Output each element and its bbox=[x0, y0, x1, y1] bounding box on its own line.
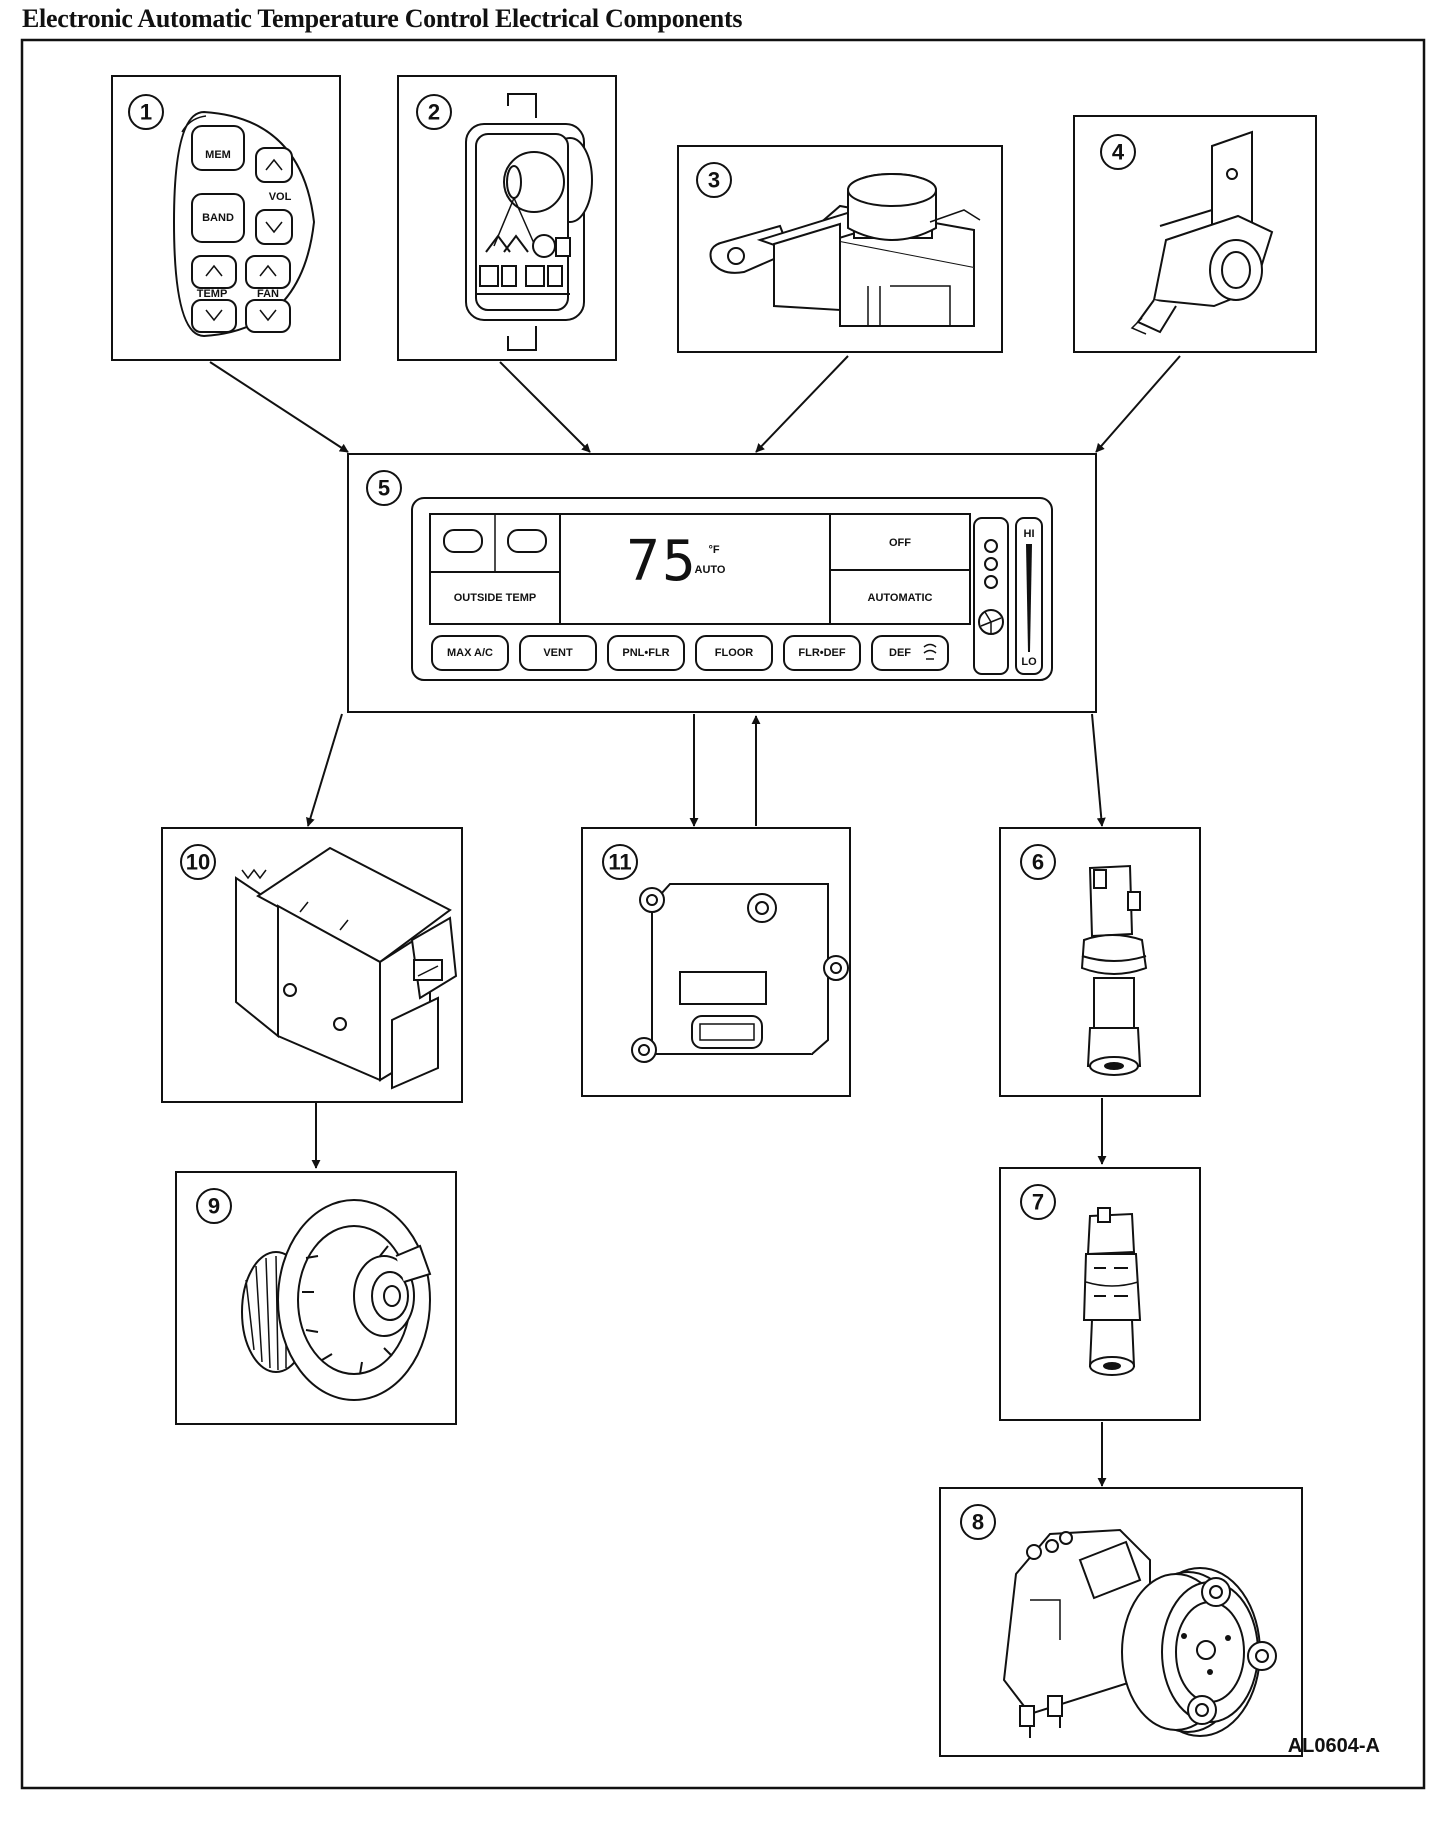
component-number-11: 11 bbox=[608, 850, 631, 875]
component-11-door-actuator: 11 bbox=[581, 827, 851, 1097]
svg-text:BAND: BAND bbox=[202, 212, 234, 224]
component-1-steering-wheel-controls: 1 MEM VOL BAND TEMP FAN bbox=[111, 75, 341, 361]
svg-text:FLOOR: FLOOR bbox=[715, 647, 754, 659]
component-number-5: 5 bbox=[378, 476, 390, 501]
svg-text:TEMP: TEMP bbox=[197, 288, 228, 300]
component-number-9: 9 bbox=[208, 1194, 220, 1219]
svg-text:°F: °F bbox=[708, 544, 719, 556]
svg-text:PNL•FLR: PNL•FLR bbox=[622, 647, 669, 659]
component-6-pressure-switch: 6 bbox=[999, 827, 1201, 1097]
svg-text:LO: LO bbox=[1021, 656, 1037, 668]
arrow-5-to-6 bbox=[1091, 713, 1106, 827]
component-number-6: 6 bbox=[1032, 850, 1044, 875]
svg-text:DEF: DEF bbox=[889, 647, 911, 659]
outside-temp-button bbox=[429, 571, 561, 625]
component-2-sunload-sensor: 2 bbox=[397, 75, 617, 361]
svg-text:VENT: VENT bbox=[543, 647, 573, 659]
component-number-4: 4 bbox=[1112, 140, 1125, 165]
vol-up-button bbox=[255, 147, 293, 183]
arrow-5-to-10 bbox=[306, 713, 343, 827]
component-number-8: 8 bbox=[972, 1510, 984, 1535]
component-3-sensor-module: 3 bbox=[677, 145, 1003, 353]
svg-text:MEM: MEM bbox=[205, 149, 231, 161]
off-button bbox=[829, 513, 971, 571]
svg-text:VOL: VOL bbox=[269, 191, 292, 203]
svg-text:AUTOMATIC: AUTOMATIC bbox=[868, 592, 933, 604]
fan-up-button bbox=[245, 255, 291, 289]
component-number-3: 3 bbox=[708, 168, 720, 193]
component-5-control-panel: 5 OUTSIDE TEMP 75 °F AUTO OFF AUTOMATIC … bbox=[347, 453, 1097, 713]
component-7-pressure-switch: 7 bbox=[999, 1167, 1201, 1421]
svg-text:MAX A/C: MAX A/C bbox=[447, 647, 493, 659]
svg-text:AUTO: AUTO bbox=[695, 564, 726, 576]
temp-up-button bbox=[191, 255, 237, 289]
component-4-ambient-temperature-sensor: 4 bbox=[1073, 115, 1317, 353]
connection-arrows bbox=[209, 355, 1181, 1487]
preset-button-right bbox=[507, 529, 547, 553]
vol-down-button bbox=[255, 209, 293, 245]
band-button bbox=[191, 193, 245, 243]
component-9-blower-motor: 9 bbox=[175, 1171, 457, 1425]
component-number-2: 2 bbox=[428, 100, 440, 125]
component-10-blower-speed-control: 10 bbox=[161, 827, 463, 1103]
component-number-10: 10 bbox=[186, 850, 210, 875]
fan-indicator-panel bbox=[973, 517, 1009, 675]
diagram-title: Electronic Automatic Temperature Control… bbox=[22, 4, 743, 33]
svg-text:HI: HI bbox=[1024, 528, 1035, 540]
component-number-7: 7 bbox=[1032, 1190, 1044, 1215]
svg-text:OFF: OFF bbox=[889, 537, 911, 549]
fan-down-button bbox=[245, 299, 291, 333]
arrow-4-to-5 bbox=[1095, 355, 1181, 453]
automatic-button bbox=[829, 569, 971, 625]
arrow-3-to-5 bbox=[755, 355, 849, 453]
svg-text:FLR•DEF: FLR•DEF bbox=[798, 647, 846, 659]
drawing-code: AL0604-A bbox=[1288, 1735, 1380, 1757]
arrow-1-to-5 bbox=[209, 361, 349, 453]
floor-defrost-button bbox=[783, 635, 861, 671]
floor-button bbox=[695, 635, 773, 671]
display-temperature: 75 bbox=[626, 529, 697, 594]
outer-frame bbox=[20, 38, 1426, 1790]
defrost-icon bbox=[923, 643, 937, 660]
temp-down-button bbox=[191, 299, 237, 333]
max-ac-button bbox=[431, 635, 509, 671]
vent-button bbox=[519, 635, 597, 671]
component-number-1: 1 bbox=[140, 100, 152, 125]
svg-text:OUTSIDE TEMP: OUTSIDE TEMP bbox=[454, 592, 537, 604]
svg-text:FAN: FAN bbox=[257, 288, 279, 300]
preset-button-left bbox=[443, 529, 483, 553]
panel-floor-button bbox=[607, 635, 685, 671]
component-8-compressor: 8 bbox=[939, 1487, 1303, 1757]
arrow-2-to-5 bbox=[499, 361, 591, 453]
mem-button bbox=[191, 125, 245, 171]
